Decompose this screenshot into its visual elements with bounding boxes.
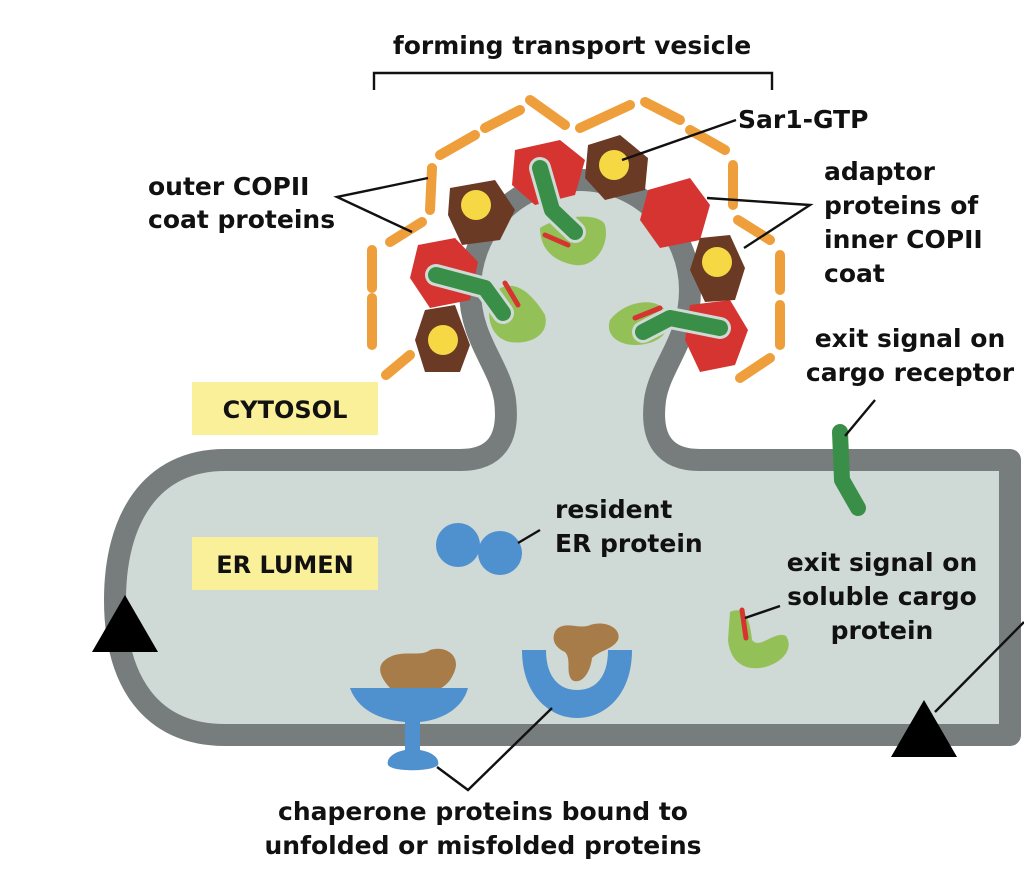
leader-exit-receptor <box>844 399 876 437</box>
sar1-gtp <box>415 305 470 372</box>
region-cytosol: CYTOSOL <box>192 382 378 435</box>
svg-text:exit signal on: exit signal on <box>815 324 1006 353</box>
unfolded-protein <box>380 648 456 698</box>
cytosol-label: CYTOSOL <box>223 396 348 424</box>
adaptor-protein <box>640 178 710 248</box>
sar1-gtp-proteins <box>415 135 745 372</box>
svg-text:coat: coat <box>824 259 885 288</box>
gtp-circle <box>461 190 491 220</box>
label-sar1: Sar1-GTP <box>738 105 868 134</box>
outer-copii-coat <box>367 95 785 383</box>
svg-text:resident: resident <box>555 495 672 524</box>
gtp-circle <box>428 325 458 355</box>
resident-er-protein <box>436 523 522 575</box>
sar1-gtp <box>448 180 515 245</box>
leader-exit-soluble <box>744 604 781 620</box>
soluble-cargo-protein <box>728 607 789 669</box>
sar1-gtp <box>690 235 745 302</box>
cargo-receptor-membrane <box>832 424 866 516</box>
er-membrane <box>104 169 1021 746</box>
leader-right-edge <box>934 621 1024 713</box>
svg-text:proteins of: proteins of <box>824 191 979 220</box>
label-chaperone: chaperone proteins bound to unfolded or … <box>265 797 702 860</box>
triangle-marker-right <box>891 700 957 757</box>
leader-adaptor <box>706 196 814 250</box>
diagram-title: forming transport vesicle <box>393 31 751 60</box>
label-resident: resident ER protein <box>555 495 703 558</box>
label-outer-coat: outer COPII coat proteins <box>148 172 335 234</box>
cargo-complex <box>608 302 731 345</box>
svg-text:coat proteins: coat proteins <box>148 205 335 234</box>
title-group: forming transport vesicle <box>372 31 774 90</box>
chaperone-transmembrane <box>350 648 468 771</box>
svg-text:chaperone proteins bound to: chaperone proteins bound to <box>278 797 688 826</box>
leader-sar1 <box>621 118 737 162</box>
cargo-receptors-vesicle <box>425 157 731 345</box>
er-membrane-outline <box>104 169 1021 746</box>
region-er-lumen: ER LUMEN <box>192 537 378 590</box>
svg-text:Sar1-GTP: Sar1-GTP <box>738 105 868 134</box>
sar1-gtp <box>585 135 648 200</box>
label-exit-receptor: exit signal on cargo receptor <box>806 324 1015 387</box>
gtp-circle <box>599 150 629 180</box>
unfolded-protein <box>553 623 619 682</box>
svg-text:unfolded or misfolded proteins: unfolded or misfolded proteins <box>265 831 702 860</box>
triangle-marker-left <box>92 595 158 652</box>
label-exit-soluble: exit signal on soluble cargo protein <box>787 548 978 645</box>
svg-text:exit signal on: exit signal on <box>787 548 978 577</box>
label-adaptor: adaptor proteins of inner COPII coat <box>824 157 983 288</box>
svg-text:inner COPII: inner COPII <box>824 225 983 254</box>
svg-text:cargo receptor: cargo receptor <box>806 358 1015 387</box>
leader-lines <box>333 118 1024 792</box>
svg-text:soluble cargo: soluble cargo <box>787 582 977 611</box>
title-bracket <box>372 71 774 90</box>
leader-resident <box>517 528 541 545</box>
svg-text:adaptor: adaptor <box>824 157 936 186</box>
chaperone-soluble <box>522 623 632 718</box>
cargo-complex <box>425 264 546 343</box>
gtp-circle <box>702 247 732 277</box>
svg-text:outer COPII: outer COPII <box>148 172 309 201</box>
cargo-complex <box>529 157 606 266</box>
leader-outer-coat <box>333 176 429 234</box>
svg-text:protein: protein <box>831 616 934 645</box>
svg-text:ER protein: ER protein <box>555 529 703 558</box>
leader-chaperone <box>436 707 553 792</box>
er-lumen-label: ER LUMEN <box>216 551 354 579</box>
